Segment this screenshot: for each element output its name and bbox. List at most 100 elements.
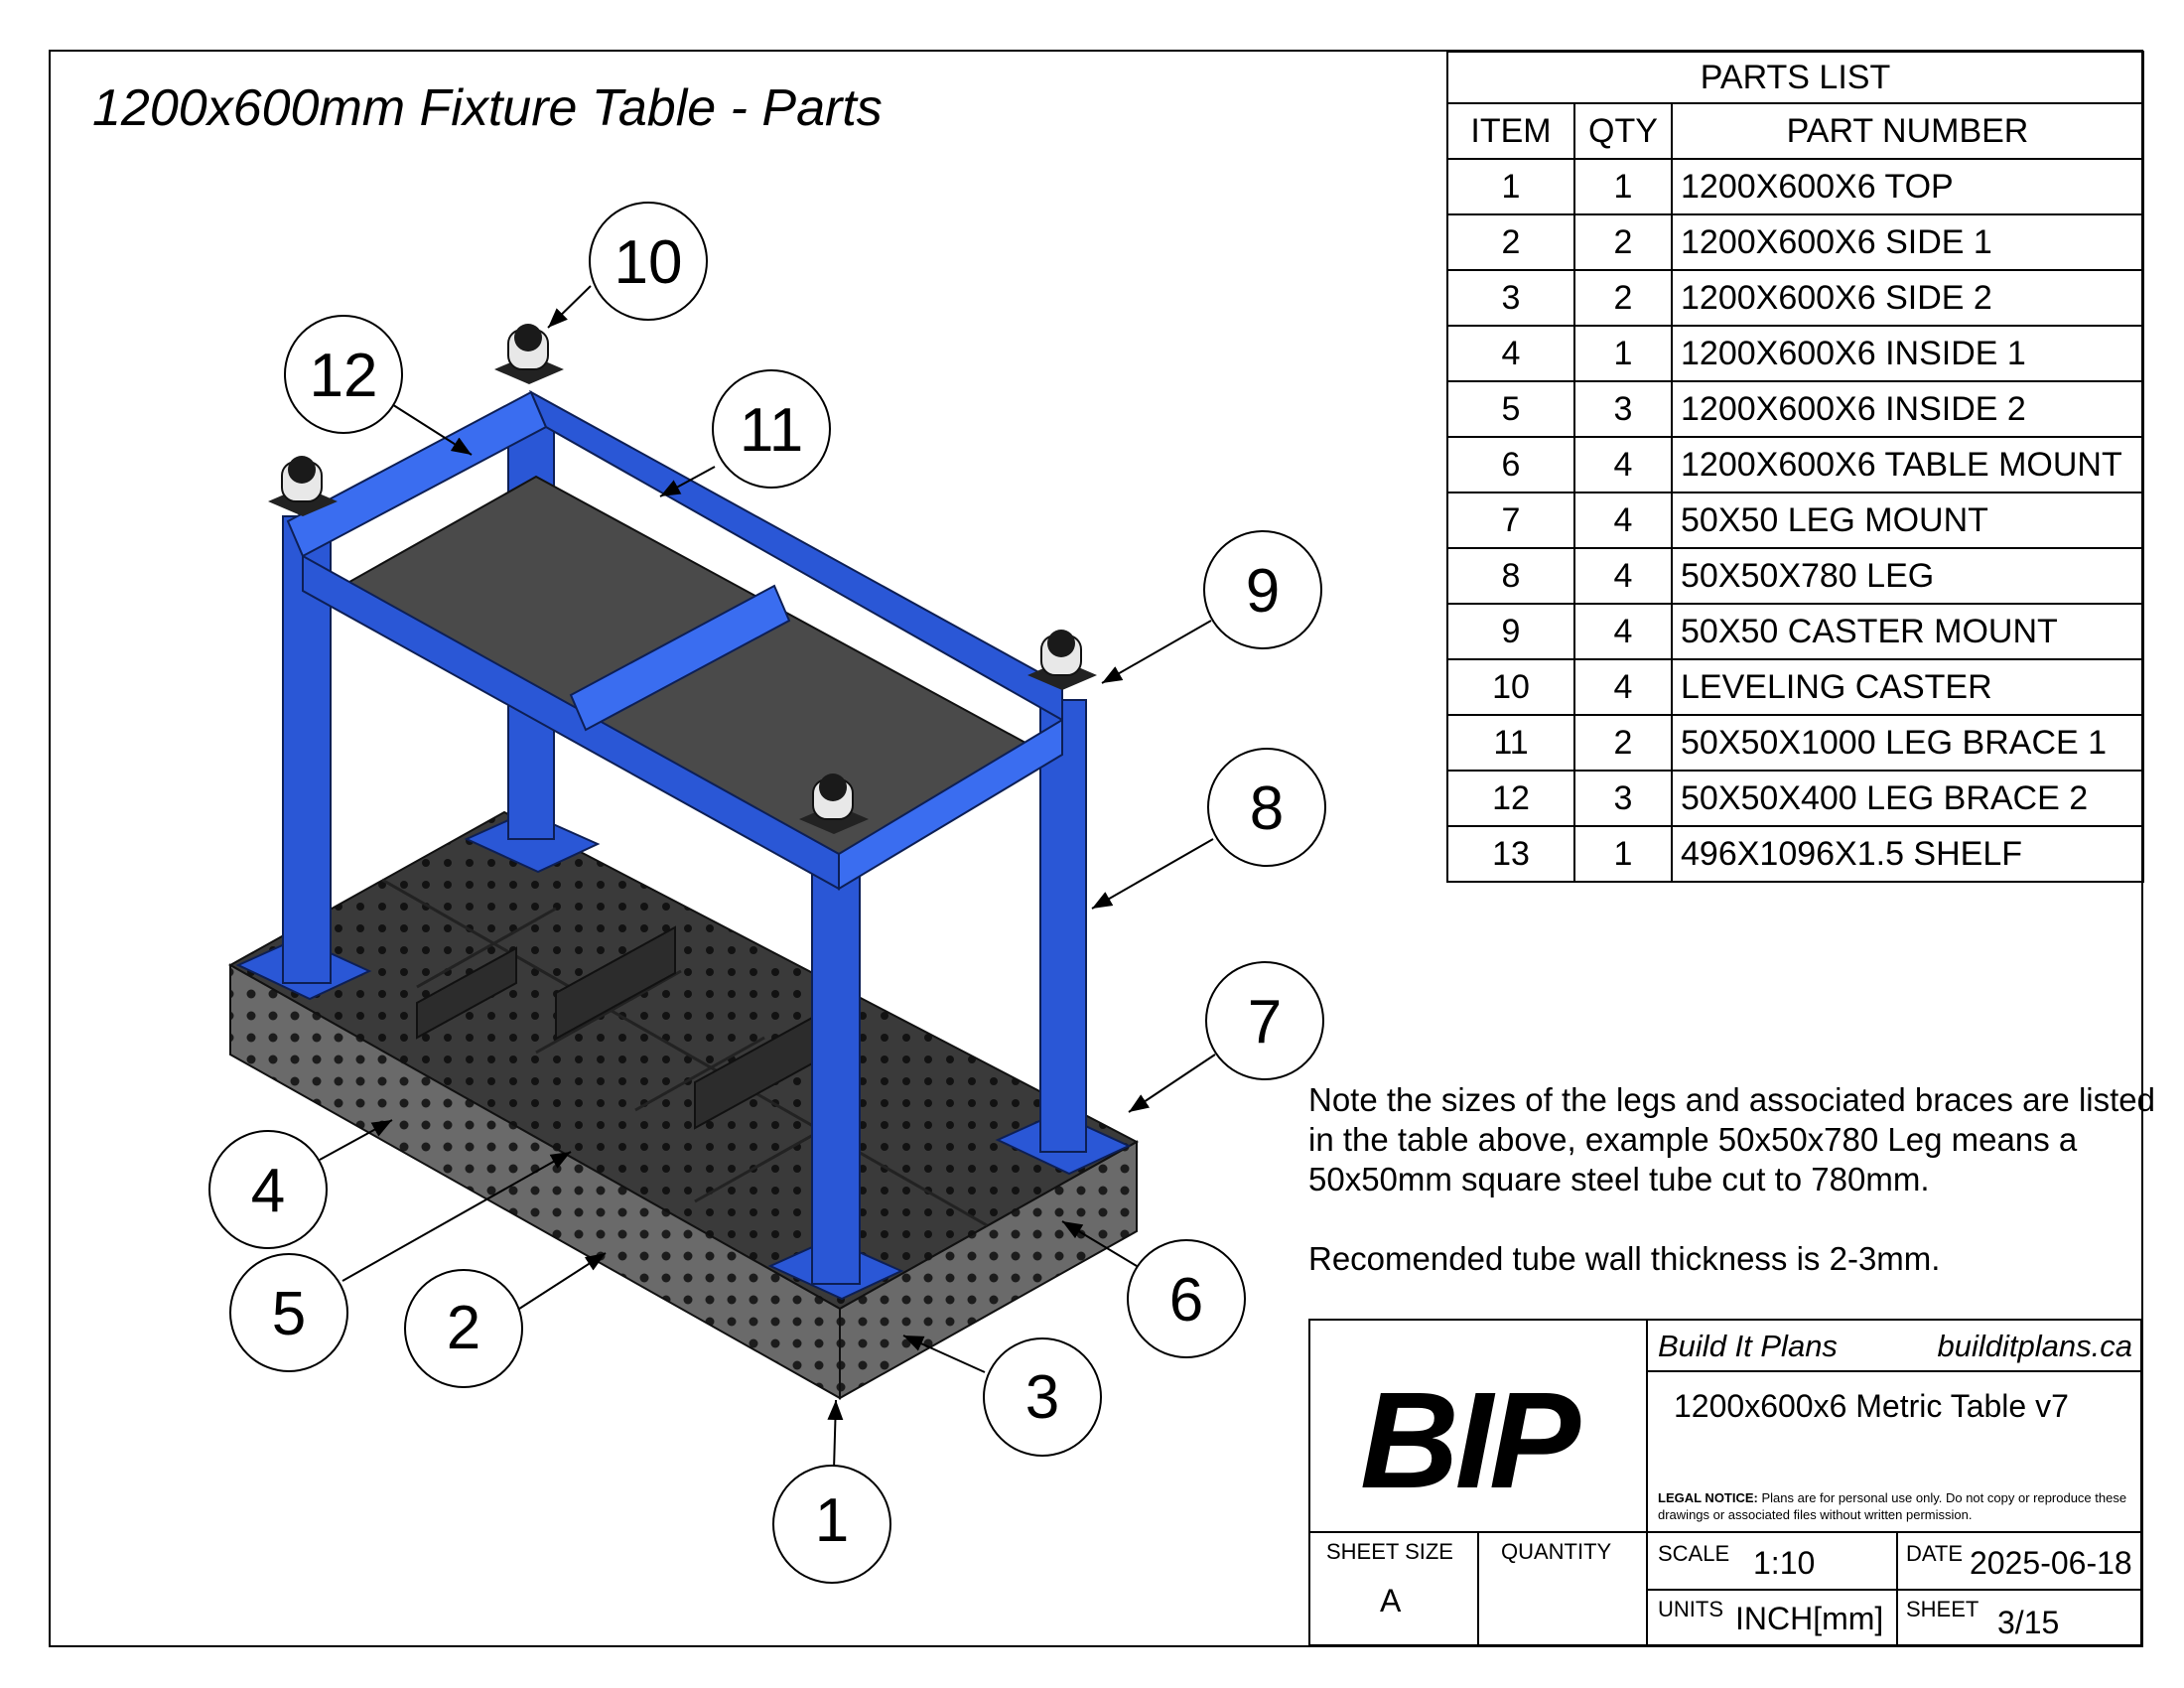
balloon-1-label: 1	[815, 1486, 849, 1555]
balloon-3: 3	[983, 1337, 1102, 1457]
parts-list-cell-item: 12	[1446, 770, 1575, 827]
note: Note the sizes of the legs and associate…	[1308, 1080, 2162, 1319]
quantity-label: QUANTITY	[1501, 1539, 1612, 1564]
parts-list-cell-part-number: 50X50X1000 LEG BRACE 1	[1671, 714, 2144, 772]
parts-list-cell-qty: 1	[1573, 825, 1673, 883]
drawing-title-block: 1200x600x6 Metric Table v7	[1674, 1388, 2069, 1424]
parts-list-cell-part-number: 1200X600X6 TOP	[1671, 158, 2144, 215]
header-item: ITEM	[1446, 102, 1575, 160]
balloon-7: 7	[1205, 961, 1324, 1080]
units-value: INCH[mm]	[1735, 1601, 1884, 1636]
date-label: DATE	[1906, 1541, 1964, 1566]
balloon-11: 11	[712, 369, 831, 489]
parts-list-cell-part-number: 496X1096X1.5 SHELF	[1671, 825, 2144, 883]
parts-list-cell-part-number: 1200X600X6 INSIDE 1	[1671, 325, 2144, 382]
balloon-8: 8	[1207, 748, 1326, 867]
balloon-callouts	[319, 285, 1216, 1471]
legal-notice: LEGAL NOTICE: Plans are for personal use…	[1658, 1489, 2134, 1523]
scale-label: SCALE	[1658, 1541, 1730, 1566]
balloon-6-label: 6	[1169, 1266, 1203, 1335]
date-value: 2025-06-18	[1970, 1545, 2132, 1581]
parts-list-cell-qty: 2	[1573, 269, 1673, 327]
parts-list-cell-qty: 4	[1573, 492, 1673, 549]
company-website: builditplans.ca	[1937, 1329, 2132, 1363]
header-part-number: PART NUMBER	[1671, 102, 2144, 160]
parts-list-cell-part-number: 50X50X400 LEG BRACE 2	[1671, 770, 2144, 827]
parts-list-cell-item: 5	[1446, 380, 1575, 438]
parts-list-cell-part-number: 1200X600X6 SIDE 1	[1671, 213, 2144, 271]
balloon-8-label: 8	[1250, 774, 1284, 843]
parts-list-cell-item: 1	[1446, 158, 1575, 215]
balloon-4-label: 4	[251, 1157, 285, 1225]
scale-value: 1:10	[1753, 1545, 1816, 1581]
parts-list-cell-qty: 4	[1573, 547, 1673, 605]
parts-list-cell-part-number: 50X50 LEG MOUNT	[1671, 492, 2144, 549]
balloon-12-label: 12	[310, 342, 378, 410]
drawing-title: 1200x600mm Fixture Table - Parts	[92, 79, 883, 137]
parts-list-title: PARTS LIST	[1446, 51, 2144, 104]
sheet-size-label: SHEET SIZE	[1326, 1539, 1453, 1564]
balloon-7-label: 7	[1248, 988, 1282, 1056]
company-name: Build It Plans	[1658, 1329, 1838, 1363]
balloon-10-label: 10	[614, 228, 683, 297]
balloon-5: 5	[229, 1253, 348, 1372]
parts-list-cell-item: 7	[1446, 492, 1575, 549]
parts-list-cell-qty: 1	[1573, 325, 1673, 382]
parts-list-cell-qty: 2	[1573, 714, 1673, 772]
legal-notice-text: Plans are for personal use only. Do not …	[1658, 1490, 2127, 1522]
parts-list-cell-part-number: LEVELING CASTER	[1671, 658, 2144, 716]
parts-list-cell-item: 13	[1446, 825, 1575, 883]
parts-list-cell-item: 4	[1446, 325, 1575, 382]
balloons: 1 2 3 4 5 6 7 8 9 10 11 12	[208, 202, 1326, 1584]
fixture-table-base	[227, 810, 1140, 1400]
casters	[268, 324, 1097, 834]
note-paragraph-2: Recomended tube wall thickness is 2-3mm.	[1308, 1240, 1941, 1277]
sheet-value: 3/15	[1997, 1605, 2060, 1640]
sheet-size-value: A	[1380, 1583, 1402, 1618]
legal-notice-label: LEGAL NOTICE:	[1658, 1490, 1758, 1505]
balloon-12: 12	[284, 315, 403, 434]
units-label: UNITS	[1658, 1597, 1723, 1621]
parts-list-cell-qty: 3	[1573, 380, 1673, 438]
parts-list-cell-part-number: 1200X600X6 INSIDE 2	[1671, 380, 2144, 438]
balloon-10: 10	[589, 202, 708, 321]
sheet-label: SHEET	[1906, 1597, 1979, 1621]
parts-list-cell-part-number: 50X50X780 LEG	[1671, 547, 2144, 605]
parts-list-cell-qty: 3	[1573, 770, 1673, 827]
parts-list-cell-qty: 4	[1573, 658, 1673, 716]
parts-list-cell-item: 6	[1446, 436, 1575, 493]
parts-list-cell-item: 11	[1446, 714, 1575, 772]
parts-list-cell-item: 2	[1446, 213, 1575, 271]
parts-list-cell-qty: 4	[1573, 436, 1673, 493]
parts-list-cell-part-number: 50X50 CASTER MOUNT	[1671, 603, 2144, 660]
parts-list-cell-qty: 1	[1573, 158, 1673, 215]
note-paragraph-1: Note the sizes of the legs and associate…	[1308, 1081, 2155, 1197]
parts-list-cell-part-number: 1200X600X6 TABLE MOUNT	[1671, 436, 2144, 493]
bip-logo: BIP	[1360, 1364, 1580, 1517]
braces	[286, 389, 1063, 891]
balloon-11-label: 11	[740, 396, 803, 465]
balloon-5-label: 5	[272, 1280, 306, 1348]
table-illustration	[227, 324, 1140, 1400]
parts-list-cell-qty: 4	[1573, 603, 1673, 660]
parts-list-cell-item: 9	[1446, 603, 1575, 660]
balloon-4: 4	[208, 1130, 328, 1249]
parts-list-cell-item: 8	[1446, 547, 1575, 605]
balloon-9: 9	[1203, 530, 1322, 649]
parts-list-cell-part-number: 1200X600X6 SIDE 2	[1671, 269, 2144, 327]
